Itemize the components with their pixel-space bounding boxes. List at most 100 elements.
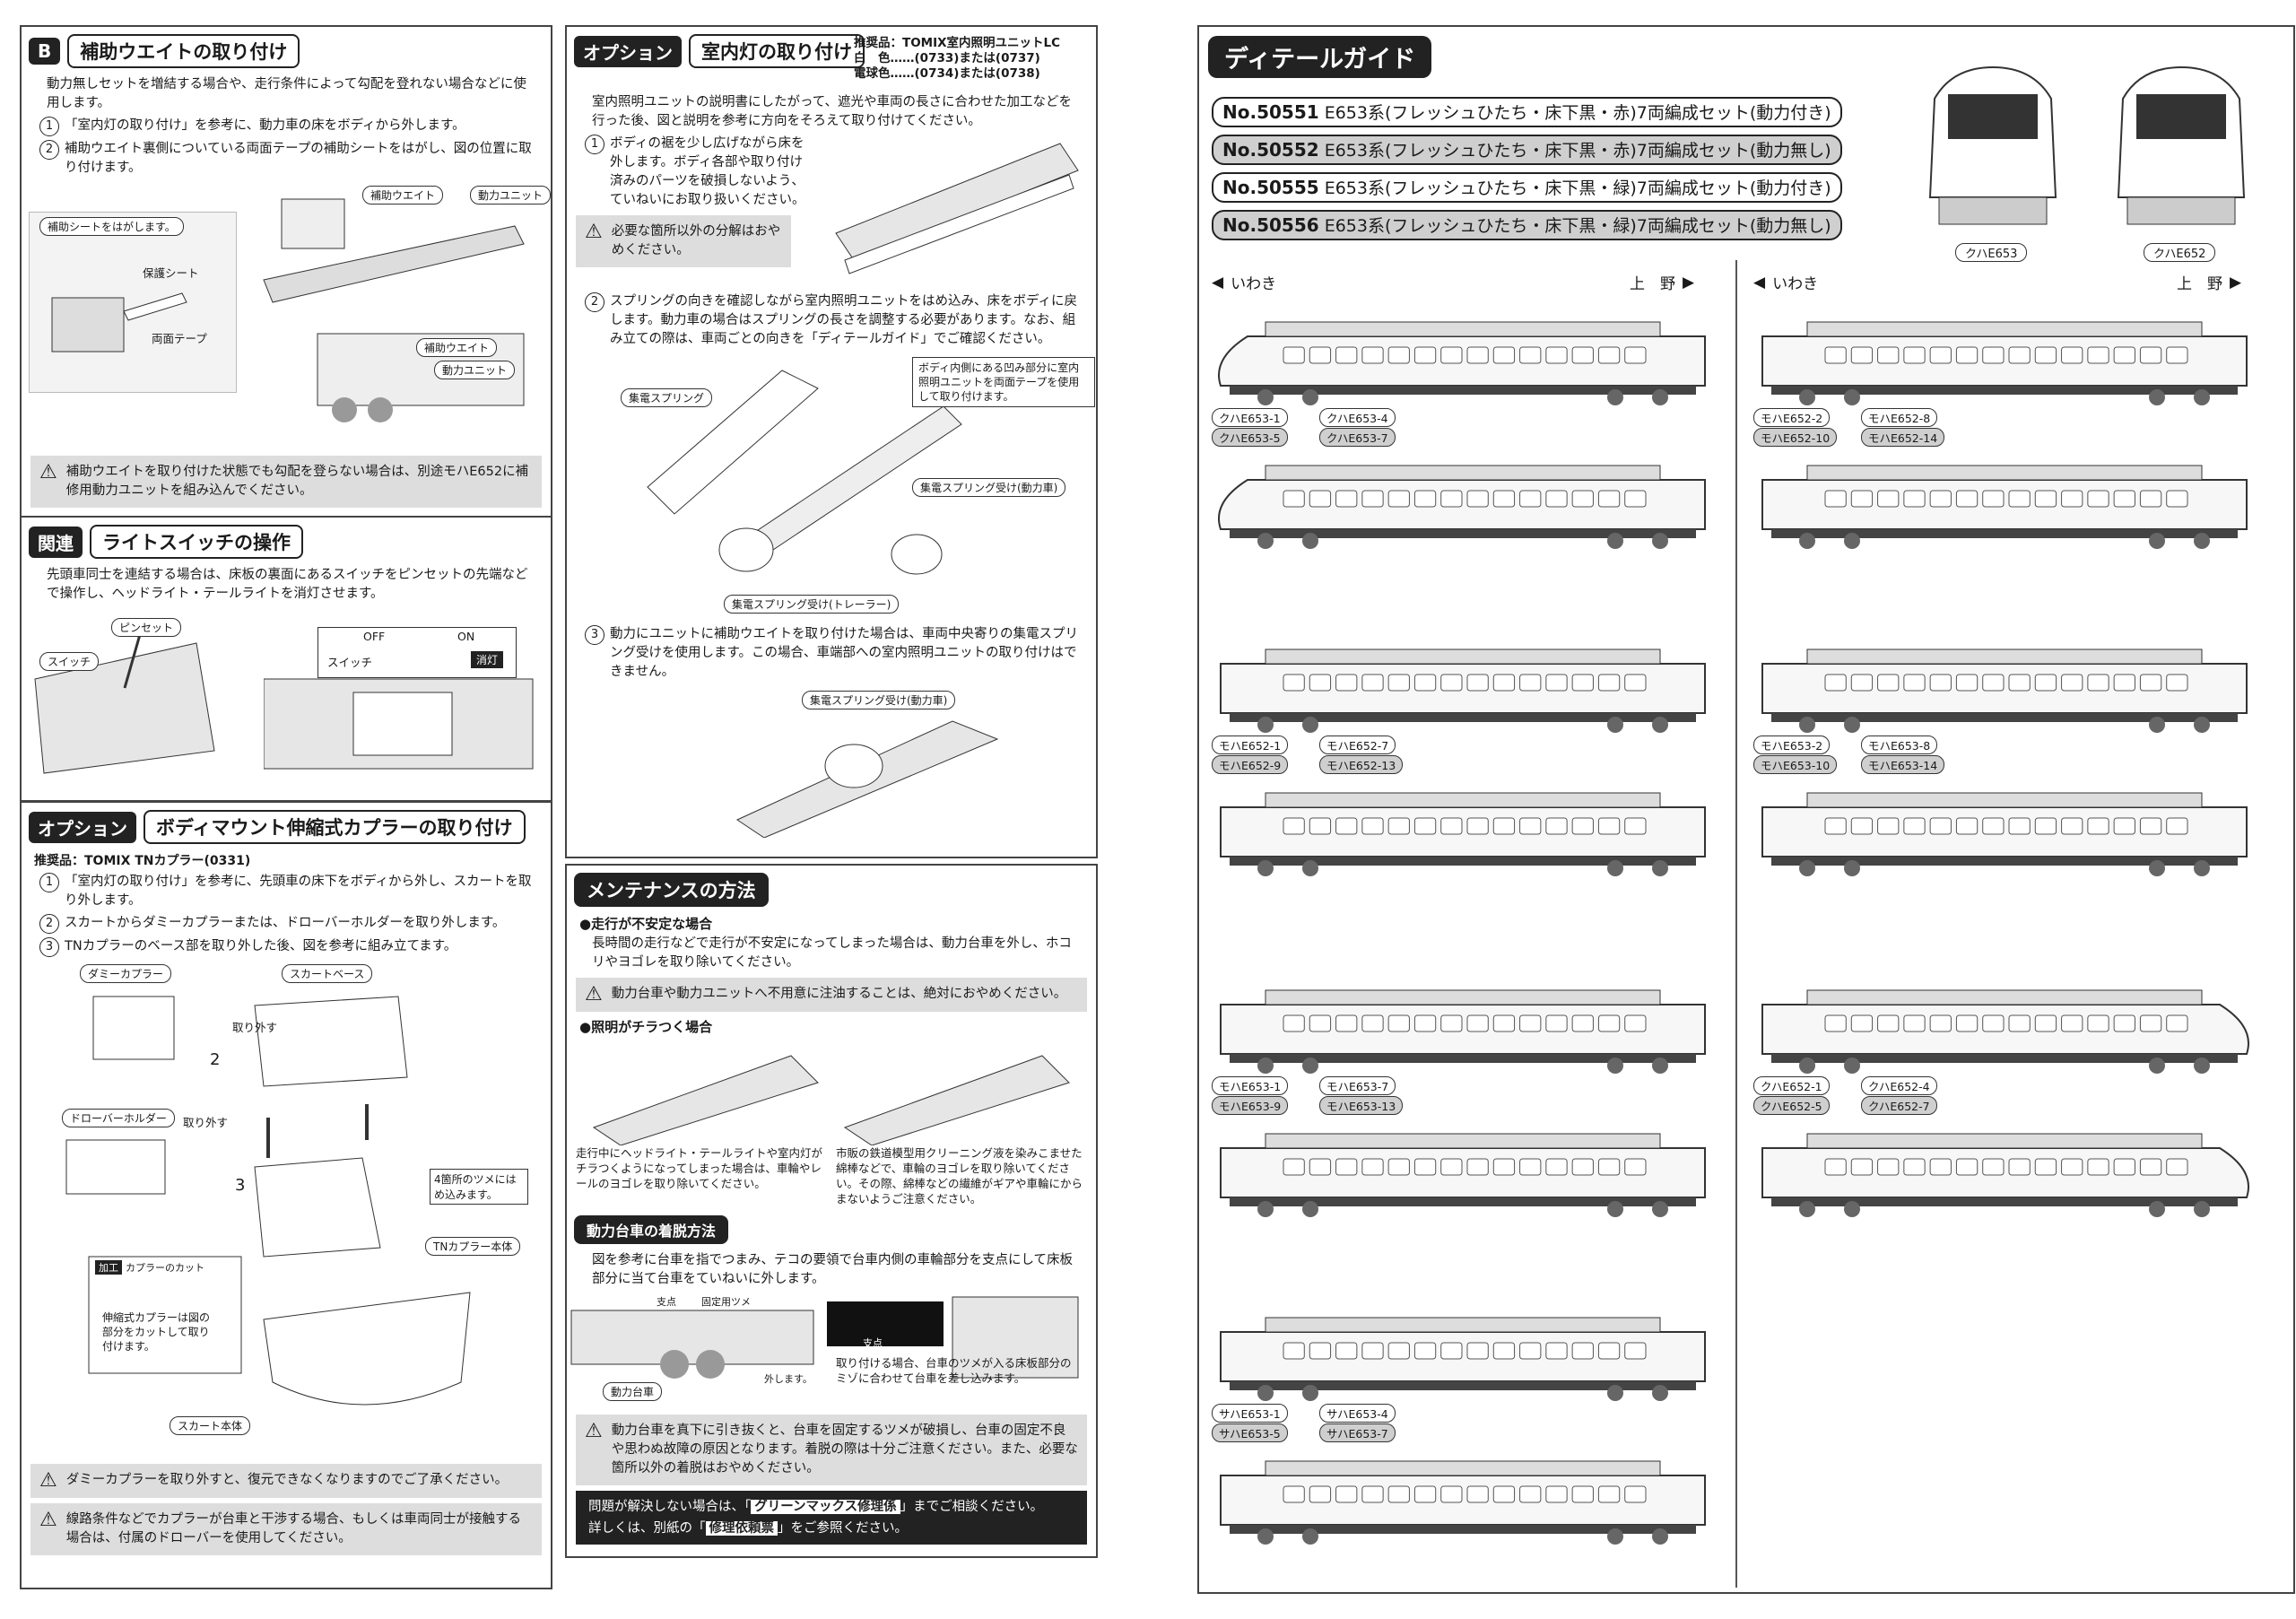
- car-number-label: クハE653-4: [1319, 408, 1396, 427]
- figure-truck: 支点 固定用ツメ 支点 外します。 動力台車 取り付ける場合、台車のツメが入る床…: [567, 1293, 1096, 1409]
- label-spring: 集電スプリング: [621, 388, 713, 407]
- label-power-unit-2: 動力ユニット: [434, 361, 516, 379]
- section-tag: B: [29, 38, 61, 65]
- direction-right: 上 野▶: [1630, 273, 1695, 294]
- detail-guide-title: ディテールガイド: [1208, 36, 1432, 78]
- car-number-label: クハE653-5: [1212, 428, 1288, 447]
- label-receiver-power-2: 集電スプリング受け(動力車): [802, 691, 956, 709]
- section-header: B 補助ウエイトの取り付け: [29, 34, 551, 68]
- car-side-view: [1220, 792, 1706, 876]
- label-receiver-power: 集電スプリング受け(動力車): [912, 478, 1066, 497]
- label-remove-2: 取り外す: [183, 1116, 229, 1129]
- direction-left-2: ◀いわき: [1753, 273, 1819, 294]
- section-tag: オプション: [29, 811, 136, 843]
- label-peel: 補助シートをはがします。: [39, 217, 184, 236]
- section-light-switch: 関連 ライトスイッチの操作 先頭車同士を連結する場合は、床板の裏面にあるスイッチ…: [20, 516, 552, 802]
- warning-aux-weight: ⚠補助ウエイトを取り付けた状態でも勾配を登らない場合は、別途モハE652に補修用…: [30, 456, 542, 508]
- arrow-left-icon: ◀: [1212, 273, 1224, 292]
- detail-guide: ディテールガイド No.50551 E653系(フレッシュひたち・床下黒・赤)7…: [1197, 25, 2295, 1594]
- section-coupler: オプション ボディマウント伸縮式カプラーの取り付け 推奨品：TOMIX TNカプ…: [20, 801, 552, 1589]
- body-removal-diagram: [835, 143, 1079, 274]
- section-header: オプション 室内灯の取り付け: [574, 34, 1096, 68]
- intro-text: 室内照明ユニットの説明書にしたがって、遮光や車両の長さに合わせた加工などを行った…: [592, 95, 1073, 128]
- warning-oil: ⚠動力台車や動力ユニットへ不用意に注油することは、絶対におやめください。: [576, 978, 1087, 1012]
- car-side-view: [1220, 1317, 1706, 1401]
- figure-room-light: 集電スプリング ボディ内側にある凹み部分に室内照明ユニットを両面テープを使用して…: [567, 353, 1096, 622]
- car-side-view: [1218, 465, 1706, 549]
- arrow-left-icon: ◀: [1753, 273, 1766, 292]
- peel-figure: [29, 212, 237, 393]
- label-power-truck: 動力台車: [603, 1382, 663, 1401]
- label-switch-2: スイッチ: [327, 656, 373, 669]
- caption-wheels: 走行中にヘッドライト・テールライトや室内灯がチラつくようになってしまった場合は、…: [576, 1146, 823, 1190]
- underfloor-diagram: [264, 678, 534, 770]
- car-side-view: [1761, 465, 2248, 549]
- warning-icon: ⚠: [585, 221, 603, 243]
- label-weight-2: 補助ウエイト: [416, 338, 498, 357]
- section-title: 室内灯の取り付け: [689, 34, 865, 68]
- figure-coupler: ダミーカプラー スカートベース 取り外す 2 ドローバーホルダー 取り外す 3 …: [22, 961, 551, 1458]
- car-number-label: モハE653-10: [1753, 755, 1838, 774]
- label-power-unit: 動力ユニット: [470, 186, 552, 205]
- label-remove: 外します。: [764, 1373, 813, 1385]
- car-number-label: モハE652-14: [1861, 428, 1945, 447]
- circle-3: 3: [235, 1176, 246, 1195]
- car-number-label: サハE653-7: [1319, 1423, 1396, 1442]
- product-50551: No.50551 E653系(フレッシュひたち・床下黒・赤)7両編成セット(動力…: [1212, 97, 1842, 127]
- repair-footer: 問題が解決しない場合は、「グリーンマックス修理係」までご相談ください。 詳しくは…: [576, 1491, 1087, 1545]
- warning-dummy: ⚠ダミーカプラーを取り外すと、復元できなくなりますのでご了承ください。: [30, 1464, 542, 1498]
- car-side-view: [1761, 321, 2248, 405]
- figure-receiver: 集電スプリング受け(動力車): [567, 685, 1096, 838]
- car-side-view: [1761, 1133, 2249, 1217]
- label-weight: 補助ウエイト: [362, 186, 444, 205]
- section-maintenance: メンテナンスの方法 ●走行が不安定な場合 長時間の走行などで走行が不安定になって…: [565, 864, 1098, 1558]
- label-skirt-base: スカートベース: [282, 964, 373, 983]
- direction-right-2: 上 野▶: [2177, 273, 2242, 294]
- label-protect: 保護シート: [143, 266, 199, 280]
- warning-icon: ⚠: [585, 983, 603, 1005]
- label-front-kuha-e653: クハE653: [1955, 243, 2028, 262]
- section-tag: オプション: [574, 35, 682, 67]
- label-drawbar-holder: ドローバーホルダー: [62, 1109, 175, 1127]
- recommend-text: 推奨品：TOMIX TNカプラー(0331): [34, 854, 251, 868]
- front-views: [1928, 65, 2246, 225]
- section-header: オプション ボディマウント伸縮式カプラーの取り付け: [29, 810, 551, 844]
- label-front-kuha-e652: クハE652: [2144, 243, 2216, 262]
- label-remove-1: 取り外す: [232, 1021, 278, 1034]
- cleaning-diagram: [592, 1055, 1070, 1145]
- figure-light-switch: ピンセット スイッチ OFF ON スイッチ 消灯: [22, 607, 551, 787]
- figure-cleaning: [567, 1038, 1096, 1145]
- switch-legend: OFF ON スイッチ 消灯: [317, 627, 517, 678]
- car-number-label: モハE652-7: [1319, 736, 1396, 754]
- warning-truck: ⚠動力台車を真下に引き抜くと、台車を固定するツメが破損し、台車の固定不良や思わぬ…: [576, 1414, 1087, 1485]
- caption-install: 取り付ける場合、台車のツメが入る床板部分のミゾに合わせて台車を差し込みます。: [836, 1356, 1072, 1385]
- weight-diagram: [263, 198, 525, 422]
- car-number-label: モハE652-1: [1212, 736, 1289, 754]
- section-title: メンテナンスの方法: [574, 873, 769, 907]
- car-number-label: クハE652-4: [1861, 1076, 1937, 1095]
- label-tn-coupler: TNカプラー本体: [425, 1237, 521, 1256]
- tweezers-diagram: [34, 625, 215, 774]
- car-number-label: モハE652-9: [1212, 755, 1289, 774]
- car-side-view: [1761, 989, 2249, 1074]
- label-switch: スイッチ: [39, 652, 100, 671]
- room-light-diagram: [647, 370, 962, 575]
- recommend-line-3: 電球色……(0734)または(0738): [854, 66, 1040, 81]
- warning-icon: ⚠: [39, 1469, 57, 1492]
- product-50556: No.50556 E653系(フレッシュひたち・床下黒・緑)7両編成セット(動力…: [1212, 210, 1842, 240]
- figure-aux-weight: 補助シートをはがします。 保護シート 両面テープ 補助ウエイト 動力ユニット 補…: [22, 181, 552, 450]
- coupler-diagram: [65, 996, 471, 1406]
- car-number-label: サハE653-4: [1319, 1404, 1396, 1423]
- receiver-diagram: [735, 720, 999, 838]
- label-claw: 固定用ツメ: [701, 1296, 751, 1308]
- truck-header: 動力台車の着脱方法: [574, 1215, 1096, 1244]
- label-on: ON: [457, 630, 475, 643]
- section-room-light: オプション 室内灯の取り付け 推奨品：TOMIX室内照明ユニットLC 白 色………: [565, 25, 1098, 858]
- car-number-label: サハE653-5: [1212, 1423, 1288, 1442]
- text-unstable: 長時間の走行などで走行が不安定になってしまった場合は、動力台車を外し、ホコリやヨ…: [592, 936, 1072, 970]
- heading-flicker: ●照明がチラつく場合: [579, 1019, 713, 1035]
